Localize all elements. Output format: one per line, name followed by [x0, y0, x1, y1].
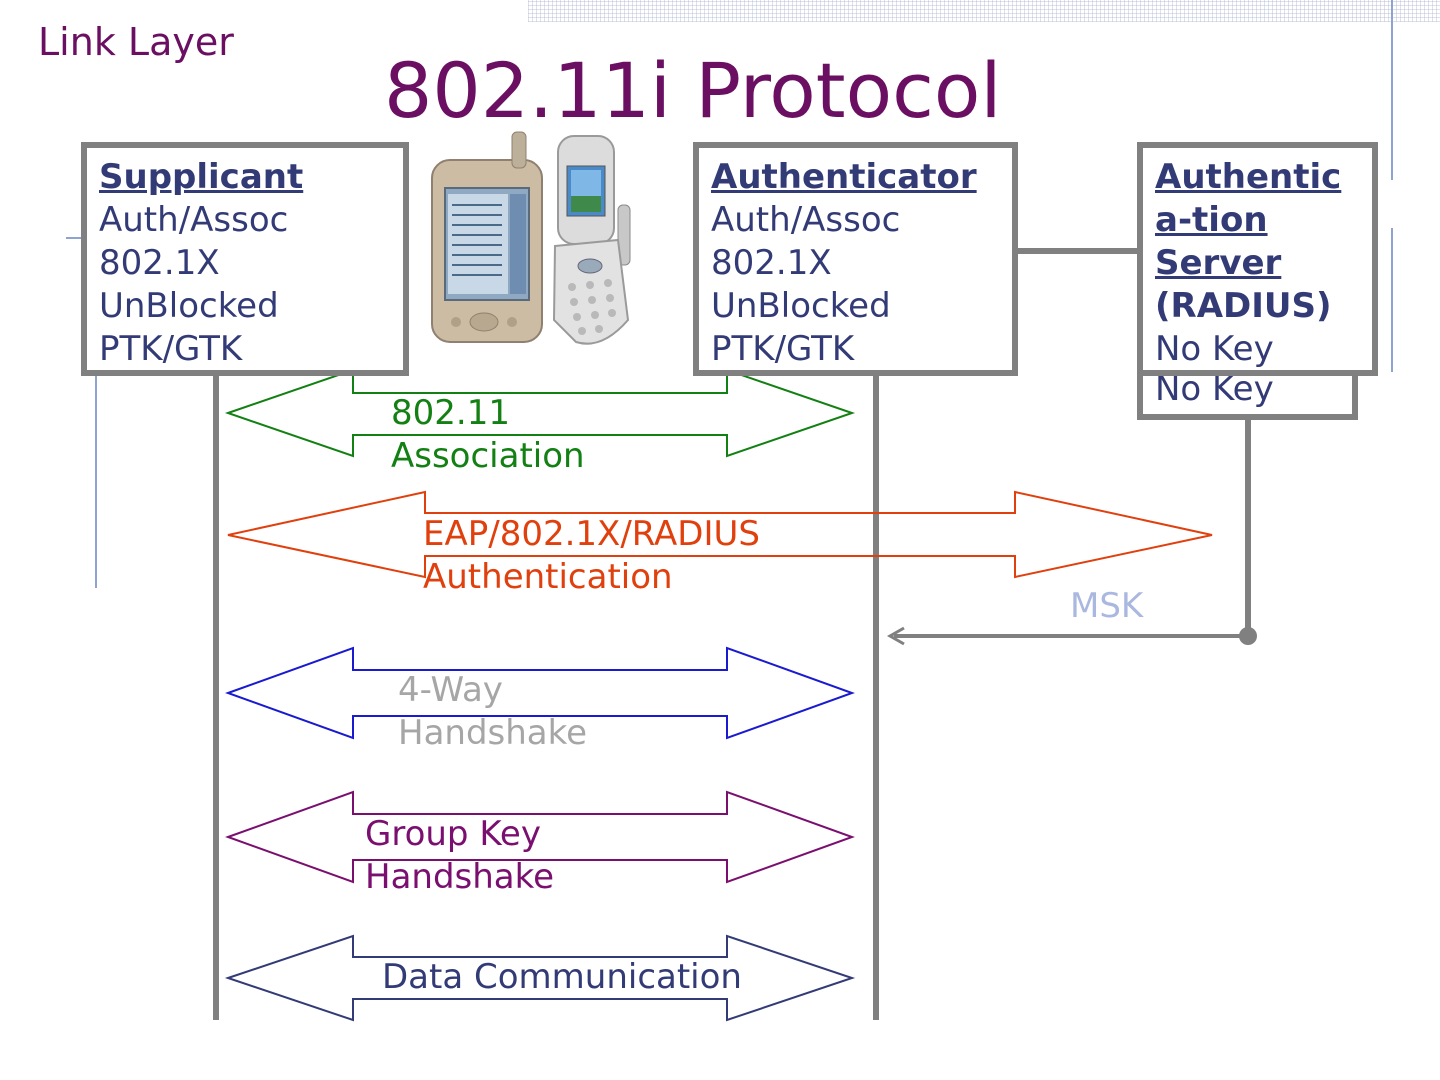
auth-server-heading: Server	[1155, 243, 1282, 283]
auth-server-line: No Key	[1155, 329, 1274, 369]
authenticator-box: Authenticator Auth/Assoc 802.1X UnBlocke…	[693, 142, 1018, 376]
four-way-label: 4-Way Handshake	[398, 670, 588, 753]
eap-arrow	[227, 490, 1213, 579]
msk-arrow-head	[886, 626, 905, 646]
group-key-arrow	[225, 790, 855, 884]
auth-server-subheading: (RADIUS)	[1155, 286, 1332, 326]
authenticator-line: 802.1X	[711, 243, 832, 283]
authenticator-line: UnBlocked	[711, 286, 891, 326]
supplicant-box: Supplicant Auth/Assoc 802.1X UnBlocked P…	[81, 142, 409, 376]
decorative-pattern	[528, 0, 1440, 22]
msk-label: MSK	[1070, 586, 1144, 626]
association-arrow	[224, 368, 856, 458]
slide-title: 802.11i Protocol	[384, 46, 1002, 135]
supplicant-line: PTK/GTK	[99, 329, 243, 369]
group-key-label: Group Key Handshake	[365, 814, 555, 897]
supplicant-line: Auth/Assoc	[99, 200, 289, 240]
authenticator-heading: Authenticator	[711, 157, 977, 197]
authenticator-line: Auth/Assoc	[711, 200, 901, 240]
association-label: 802.11 Association	[391, 393, 585, 476]
data-label: Data Communication	[382, 957, 742, 997]
supplicant-line: 802.1X	[99, 243, 220, 283]
four-way-arrow	[225, 646, 855, 740]
flip-phone-icon	[552, 135, 631, 345]
auth-server-box: Authentic a-tion Server (RADIUS) No Key	[1137, 142, 1378, 376]
auth-server-heading: Authentic	[1155, 157, 1342, 197]
msk-origin-dot	[1239, 627, 1257, 645]
authenticator-line: PTK/GTK	[711, 329, 855, 369]
supplicant-heading: Supplicant	[99, 157, 304, 197]
pda-phone-icon	[431, 131, 543, 343]
supplicant-line: UnBlocked	[99, 286, 279, 326]
data-arrow	[224, 934, 856, 1022]
auth-server-heading: a-tion	[1155, 200, 1268, 240]
eap-label: EAP/802.1X/RADIUS Authentication	[423, 514, 760, 597]
section-label: Link Layer	[38, 20, 234, 64]
